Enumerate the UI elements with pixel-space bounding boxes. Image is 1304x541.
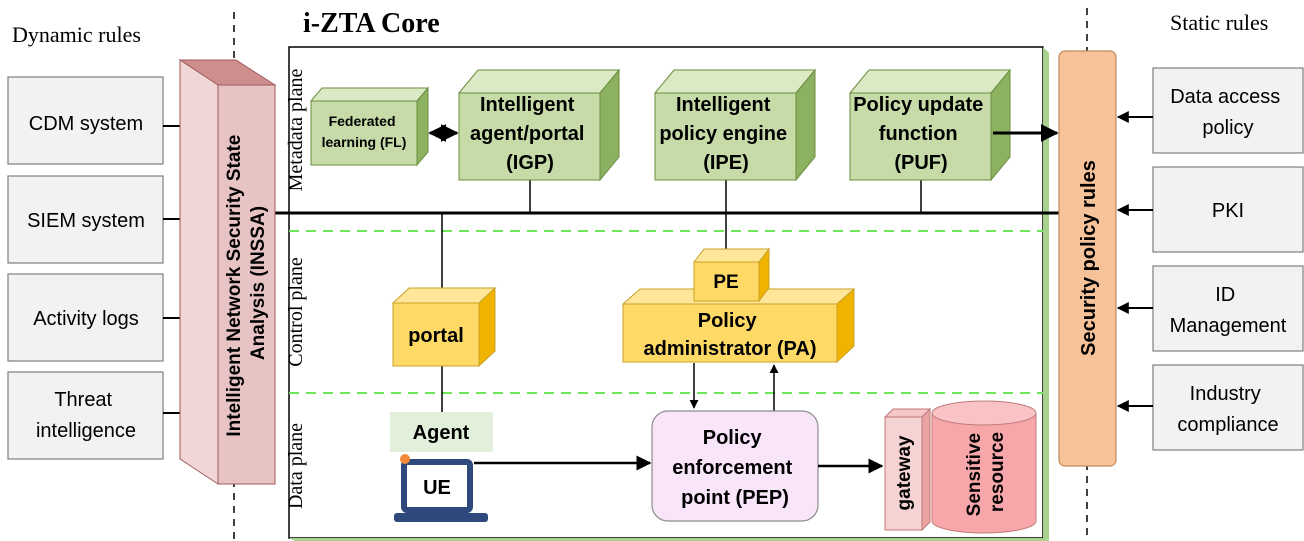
gateway-label: gateway: [894, 435, 915, 510]
puf-block: Policy update function (PUF): [848, 68, 1012, 182]
data-access-policy-box: [1152, 67, 1304, 154]
igp-block: Intelligent agent/portal (IGP): [457, 68, 621, 182]
inssa-block: Intelligent Network Security State Analy…: [178, 59, 277, 485]
pe-block: PE: [692, 247, 771, 303]
sensitive-resource-cylinder: Sensitive resource: [931, 400, 1037, 534]
threat-intelligence-label: Threat intelligence: [36, 389, 136, 442]
pa-label: Policy administrator (PA): [644, 310, 817, 360]
id-management-label: ID Management: [1170, 284, 1287, 337]
cdm-system-label: CDM system: [29, 113, 143, 135]
agent-label: Agent: [413, 422, 470, 444]
ipe-label: Intelligent policy engine (IPE): [659, 94, 792, 174]
portal-label: portal: [408, 325, 464, 347]
activity-logs-label: Activity logs: [33, 308, 139, 330]
fl-label: Federated learning (FL): [322, 113, 407, 150]
security-policy-rules-block: Security policy rules: [1058, 50, 1117, 467]
data-plane-label: Data plane: [285, 423, 307, 509]
ipe-block: Intelligent policy engine (IPE): [653, 68, 817, 182]
fl-block: Federated learning (FL): [309, 86, 430, 167]
siem-system-box: [7, 175, 164, 264]
agent-block: Agent: [390, 412, 493, 452]
pep-block: Policy enforcement point (PEP): [651, 410, 819, 522]
dynamic-rules-heading: Dynamic rules: [12, 22, 141, 47]
industry-compliance-box: [1152, 364, 1304, 451]
gateway-block: gateway: [883, 407, 932, 532]
threat-intelligence-box: [7, 371, 164, 460]
security-policy-rules-label: Security policy rules: [1078, 160, 1100, 356]
puf-label: Policy update function (PUF): [853, 94, 989, 174]
ue-status-dot: [400, 454, 410, 464]
inssa-label: Intelligent Network Security State Analy…: [224, 129, 269, 436]
cdm-system-box: [7, 76, 164, 165]
core-title: i-ZTA Core: [303, 8, 440, 39]
control-plane-label: Control plane: [285, 257, 307, 367]
ue-laptop-icon: UE: [394, 454, 488, 522]
static-rules-heading: Static rules: [1170, 10, 1268, 35]
pep-label: Policy enforcement point (PEP): [672, 427, 798, 509]
data-access-policy-label: Data access policy: [1170, 86, 1286, 139]
portal-block: portal: [391, 286, 497, 368]
pki-label: PKI: [1212, 200, 1244, 222]
igp-label: Intelligent agent/portal (IGP): [470, 94, 590, 174]
id-management-box: [1152, 265, 1304, 352]
industry-compliance-label: Industry compliance: [1177, 383, 1278, 436]
ue-label: UE: [423, 477, 451, 499]
activity-logs-box: [7, 273, 164, 362]
pe-label: PE: [713, 272, 738, 293]
right-source-boxes: Data access policy PKI ID Management Ind…: [1152, 67, 1304, 451]
metadata-plane-label: Metadata plane: [285, 69, 307, 192]
sensitive-resource-label: Sensitive resource: [964, 428, 1008, 517]
left-source-boxes: CDM system SIEM system Activity logs Thr…: [7, 76, 164, 460]
siem-system-label: SIEM system: [27, 210, 145, 232]
